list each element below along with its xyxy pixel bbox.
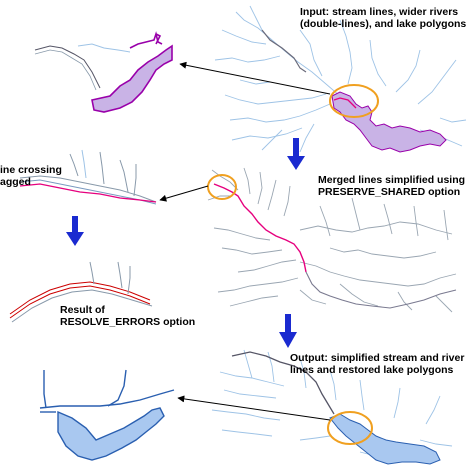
- blue-arrow-down-3: [279, 314, 297, 348]
- input-main-river: [261, 29, 307, 73]
- label-merged: Merged lines simplified using PRESERVE_S…: [318, 174, 465, 198]
- input-highlight-ellipse: [329, 84, 379, 118]
- label-input-line1: Input: stream lines, wider rivers: [300, 6, 459, 18]
- input-lake: [331, 91, 447, 153]
- blue-arrow-down-1: [287, 138, 305, 170]
- label-crossing-line1: ine crossing: [0, 164, 62, 176]
- zoom1-detail: [34, 31, 173, 113]
- arrow-output-to-zoom4: [177, 395, 331, 421]
- merged-main-river: [213, 183, 457, 309]
- output-highlight-ellipse: [327, 411, 373, 445]
- label-input-line2: (double-lines), and lake polygons: [300, 18, 467, 30]
- label-merged-line2: PRESERVE_SHARED option: [318, 186, 461, 198]
- arrow-input-to-zoom1: [179, 61, 331, 95]
- blue-arrow-down-2: [66, 216, 84, 246]
- label-crossing: ine crossing agged: [0, 164, 62, 188]
- label-output-line2: lines and restored lake polygons: [290, 364, 454, 376]
- label-output-line1: Output: simplified stream and river: [290, 352, 465, 364]
- label-output: Output: simplified stream and river line…: [290, 352, 464, 376]
- zoom4-output-detail: [39, 369, 175, 461]
- merged-highlight-ellipse: [207, 174, 237, 200]
- label-crossing-line2: agged: [0, 176, 31, 188]
- input-stream-network: [214, 5, 467, 153]
- output-main-river: [231, 351, 335, 415]
- output-stream-network: [211, 349, 453, 459]
- label-input: Input: stream lines, wider rivers (doubl…: [300, 6, 466, 30]
- label-result: Result of RESOLVE_ERRORS option: [60, 304, 195, 328]
- label-result-line1: Result of: [60, 304, 105, 316]
- label-merged-line1: Merged lines simplified using: [318, 174, 466, 186]
- label-result-line2: RESOLVE_ERRORS option: [60, 316, 196, 328]
- zoom2-detail: [19, 149, 157, 205]
- merged-stream-network: [207, 167, 457, 313]
- output-lake: [329, 413, 441, 465]
- zoom3-result-detail: [9, 261, 153, 323]
- arrow-merged-to-zoom2: [159, 185, 209, 202]
